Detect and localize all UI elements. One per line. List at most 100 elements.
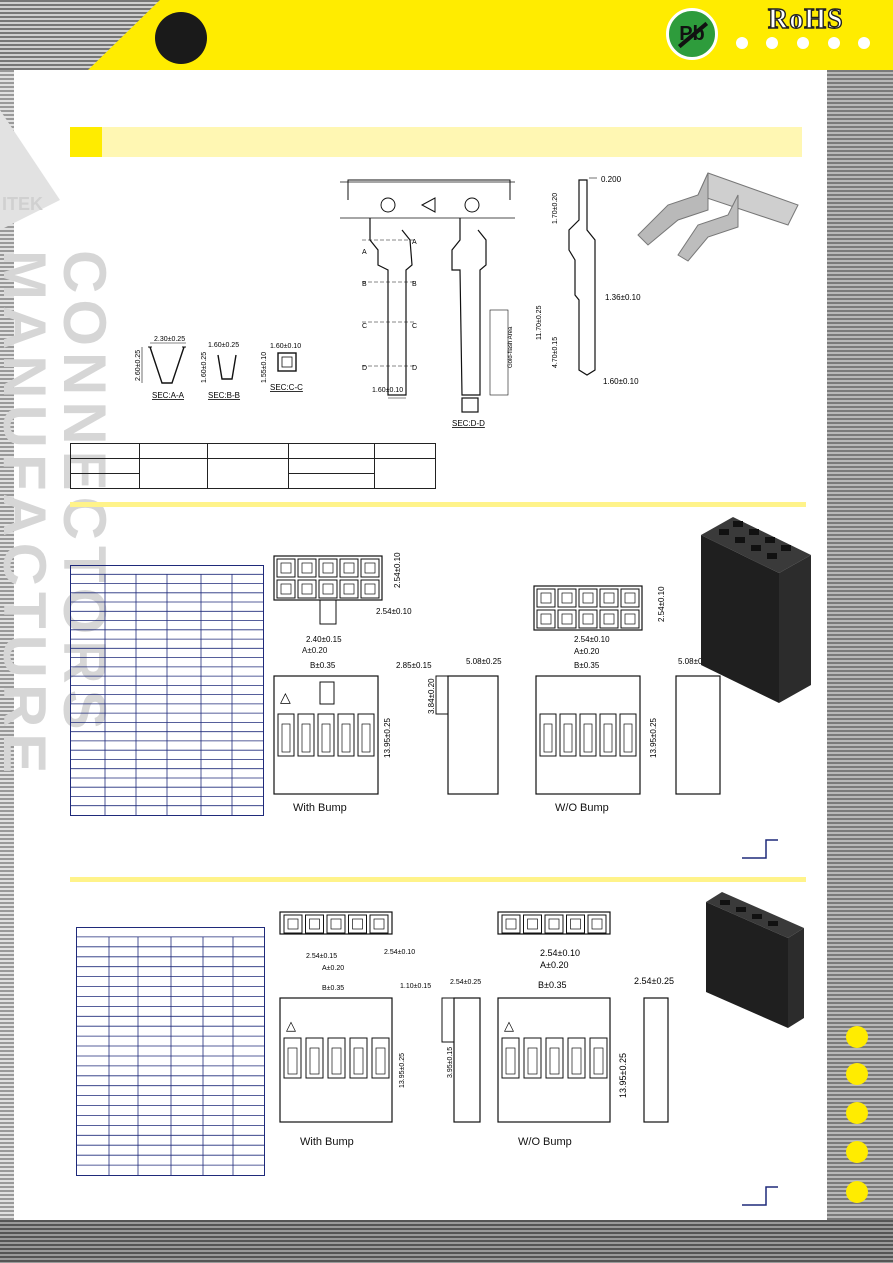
side-total-dim: 11.70±0.25 bbox=[536, 305, 543, 340]
single-pitch-small: 2.54±0.10 bbox=[384, 949, 415, 956]
terminal-side-drawing: 0.200 1.70±0.20 11.70±0.25 1.36±0.10 4.7… bbox=[536, 175, 641, 386]
contact-slot-inner bbox=[341, 723, 351, 753]
single-height: 13.95±0.25 bbox=[399, 1053, 406, 1088]
contact-cell-inner bbox=[352, 918, 363, 930]
single-b: B±0.35 bbox=[322, 985, 344, 992]
contact-slot-inner bbox=[375, 1047, 386, 1075]
header-dot-icon bbox=[736, 37, 748, 49]
dual-r-pitch-h: 2.54±0.10 bbox=[574, 635, 610, 644]
contact-cell-inner bbox=[591, 918, 603, 930]
contact-cell bbox=[339, 579, 359, 599]
header-dot-icon bbox=[766, 37, 778, 49]
contact-cell bbox=[599, 609, 619, 629]
single-top-view: 2.54±0.10 2.54±0.15 A±0.20 bbox=[279, 911, 415, 972]
side-b-dim: 1.36±0.10 bbox=[605, 293, 641, 302]
contact-cell bbox=[318, 558, 338, 578]
dual-height: 13.95±0.25 bbox=[383, 717, 392, 758]
contact-cell-inner bbox=[330, 918, 342, 930]
nav-dot-icon bbox=[846, 1141, 868, 1163]
section-label-a2: A bbox=[412, 239, 417, 246]
sec-d-label: SEC:D-D bbox=[452, 419, 485, 428]
sec-a-width: 2.30±0.25 bbox=[154, 336, 185, 343]
nav-dot-icon bbox=[846, 1026, 868, 1048]
dual-center: 2.40±0.15 bbox=[306, 635, 342, 644]
sec-c-width: 1.60±0.10 bbox=[270, 343, 301, 350]
contact-cell-inner bbox=[624, 613, 636, 625]
contact-cell bbox=[283, 914, 303, 934]
sec-b-width: 1.60±0.25 bbox=[208, 342, 239, 349]
sec-b-label: SEC:B-B bbox=[208, 391, 240, 400]
contact-slot-inner bbox=[353, 1047, 364, 1075]
dual-housing-table bbox=[70, 565, 264, 816]
contact-slot-inner bbox=[321, 723, 331, 753]
contact-cell-inner bbox=[364, 562, 376, 574]
dual-bump-w: 2.85±0.15 bbox=[396, 661, 432, 670]
divider-rule bbox=[70, 502, 806, 507]
contact-slot-inner bbox=[543, 723, 553, 753]
single-front-views: B±0.35 △ 13.95±0.25 1.10±0.15 2.54±0.25 … bbox=[279, 979, 481, 1123]
contact-cell bbox=[578, 609, 598, 629]
contact-cell bbox=[536, 588, 556, 608]
single-top-view-nobump: 2.54±0.10 A±0.20 bbox=[497, 911, 611, 970]
contact-cell-inner bbox=[280, 583, 292, 595]
contact-slot bbox=[357, 713, 375, 757]
contact-slot bbox=[545, 1037, 564, 1079]
single-bump-w: 1.10±0.15 bbox=[400, 983, 431, 990]
front-width-dim: 1.60±0.10 bbox=[372, 387, 403, 394]
contact-slot-inner bbox=[593, 1047, 604, 1075]
contact-cell bbox=[620, 609, 640, 629]
contact-cell bbox=[369, 914, 389, 934]
section-label-d: D bbox=[362, 365, 367, 372]
single-with-bump-caption: With Bump bbox=[300, 1136, 354, 1148]
contact-slot bbox=[589, 1037, 608, 1079]
single-bump-h: 3.95±0.15 bbox=[447, 1047, 454, 1078]
rohs-logo: RoHS bbox=[767, 3, 844, 35]
triangle-marker-icon: △ bbox=[504, 1018, 514, 1033]
contact-cell bbox=[578, 588, 598, 608]
dual-pitch-h: 2.54±0.10 bbox=[376, 607, 412, 616]
left-stripe bbox=[0, 70, 14, 1220]
single-r-pitch: 2.54±0.10 bbox=[540, 948, 580, 958]
contact-slot bbox=[277, 713, 295, 757]
sec-a-height: 2.60±0.25 bbox=[135, 350, 142, 381]
contact-slot bbox=[523, 1037, 542, 1079]
section-label-c: C bbox=[362, 323, 367, 330]
contact-cell-inner bbox=[287, 918, 299, 930]
dual-top-view: 2.54±0.10 2.54±0.10 2.40±0.15 bbox=[273, 552, 412, 644]
contact-cell-inner bbox=[322, 562, 334, 574]
single-housing-table bbox=[76, 927, 265, 1176]
side-top-dim: 0.200 bbox=[601, 175, 622, 184]
dual-r-height: 13.95±0.25 bbox=[649, 717, 658, 758]
contact-cell bbox=[360, 558, 380, 578]
contact-cell bbox=[297, 558, 317, 578]
dual-top-view-nobump: 2.54±0.10 2.54±0.10 A±0.20 bbox=[533, 585, 666, 656]
contact-slot-inner bbox=[563, 723, 573, 753]
contact-cell bbox=[339, 558, 359, 578]
contact-slot bbox=[349, 1037, 368, 1079]
contact-cell-inner bbox=[582, 592, 594, 604]
contact-slot-inner bbox=[361, 723, 371, 753]
contact-cell-inner bbox=[570, 918, 581, 930]
footer-band bbox=[0, 1220, 893, 1263]
contact-slot-inner bbox=[281, 723, 291, 753]
header-dot-icon bbox=[858, 37, 870, 49]
nav-dot-icon bbox=[846, 1181, 868, 1203]
side-c-dim: 4.70±0.15 bbox=[552, 337, 559, 368]
contact-cell bbox=[557, 588, 577, 608]
dual-b-dim: B±0.35 bbox=[310, 661, 336, 670]
contact-slot bbox=[619, 713, 637, 757]
contact-cell-inner bbox=[603, 613, 615, 625]
dual-wo-bump-caption: W/O Bump bbox=[555, 802, 609, 814]
terminal-front-drawing: A A B B C C D D 1.60±0.10 Gold-flash Are… bbox=[340, 179, 515, 428]
contact-cell-inner bbox=[280, 562, 292, 574]
contact-slot-inner bbox=[583, 723, 593, 753]
contact-cell-inner bbox=[301, 583, 313, 595]
contact-cell bbox=[620, 588, 640, 608]
dual-r-pitch-v: 2.54±0.10 bbox=[657, 586, 666, 622]
contact-slot bbox=[305, 1037, 324, 1079]
dual-depth: 5.08±0.25 bbox=[466, 658, 502, 666]
sec-c-label: SEC:C-C bbox=[270, 383, 303, 392]
dual-pitch-v: 2.54±0.10 bbox=[393, 552, 402, 588]
section-label-b: B bbox=[362, 281, 367, 288]
contact-slot bbox=[371, 1037, 390, 1079]
